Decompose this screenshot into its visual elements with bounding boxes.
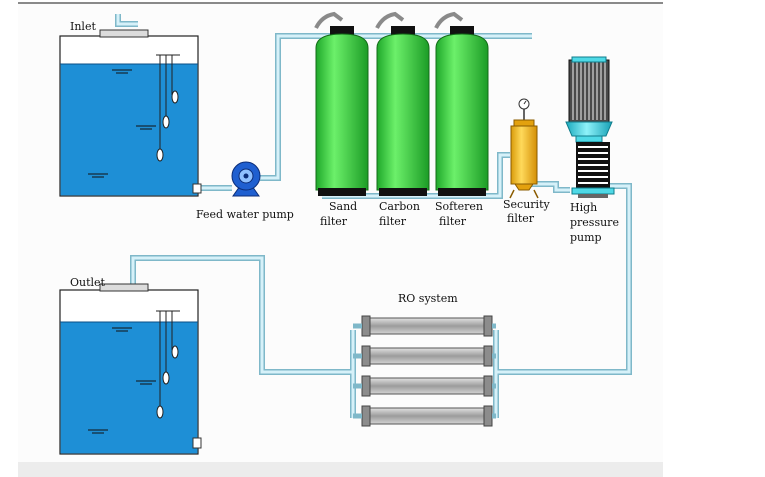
inlet-label: Inlet [70,20,96,33]
ro-system-label: RO system [398,292,458,305]
carbon-filter-label-line2: filter [379,215,407,228]
bottom-strip [18,462,663,477]
outlet-tank-water [60,322,198,454]
carbon-filter-label-line1: Carbon [379,200,420,213]
ro-membrane-4 [361,405,493,427]
high-pressure-pump [565,56,615,198]
inlet-tank [59,29,202,197]
outlet-level-marks [88,327,156,434]
outlet-tank [59,283,202,455]
inlet-tank-water [60,64,198,196]
hp-pump-label-line1: High [570,201,597,214]
feed-pump-label: Feed water pump [196,208,294,221]
inlet-tank-lid [99,29,149,38]
softener-filter-label-line1: Softeren [435,200,483,213]
hp-pump-label-line2: pressure [570,216,619,229]
ro-membrane-2 [361,345,493,367]
pipe-highlights [116,14,631,418]
ro-membrane-1 [361,315,493,337]
security-filter-label-line1: Security [503,198,550,211]
hp-pump-label-line3: pump [570,231,602,244]
inlet-float-switch [156,54,180,162]
ro-system [353,315,496,427]
sand-filter-label-line2: filter [320,215,348,228]
security-filter [509,98,539,199]
feed-water-pump [231,161,261,197]
ro-membrane-3 [361,375,493,397]
outlet-float-switch [156,310,180,419]
carbon-filter [375,11,430,196]
sand-filter [314,11,369,196]
softener-filter-label-line2: filter [439,215,467,228]
softener-filter [434,11,489,196]
security-filter-label-line2: filter [507,212,535,225]
outlet-tank-drain-valve [192,437,202,449]
inlet-level-marks [88,69,156,178]
inlet-tank-outlet-valve [192,183,202,194]
sand-filter-label-line1: Sand [329,200,357,213]
outlet-label: Outlet [70,276,106,289]
outlet-tank-lid [99,283,149,292]
